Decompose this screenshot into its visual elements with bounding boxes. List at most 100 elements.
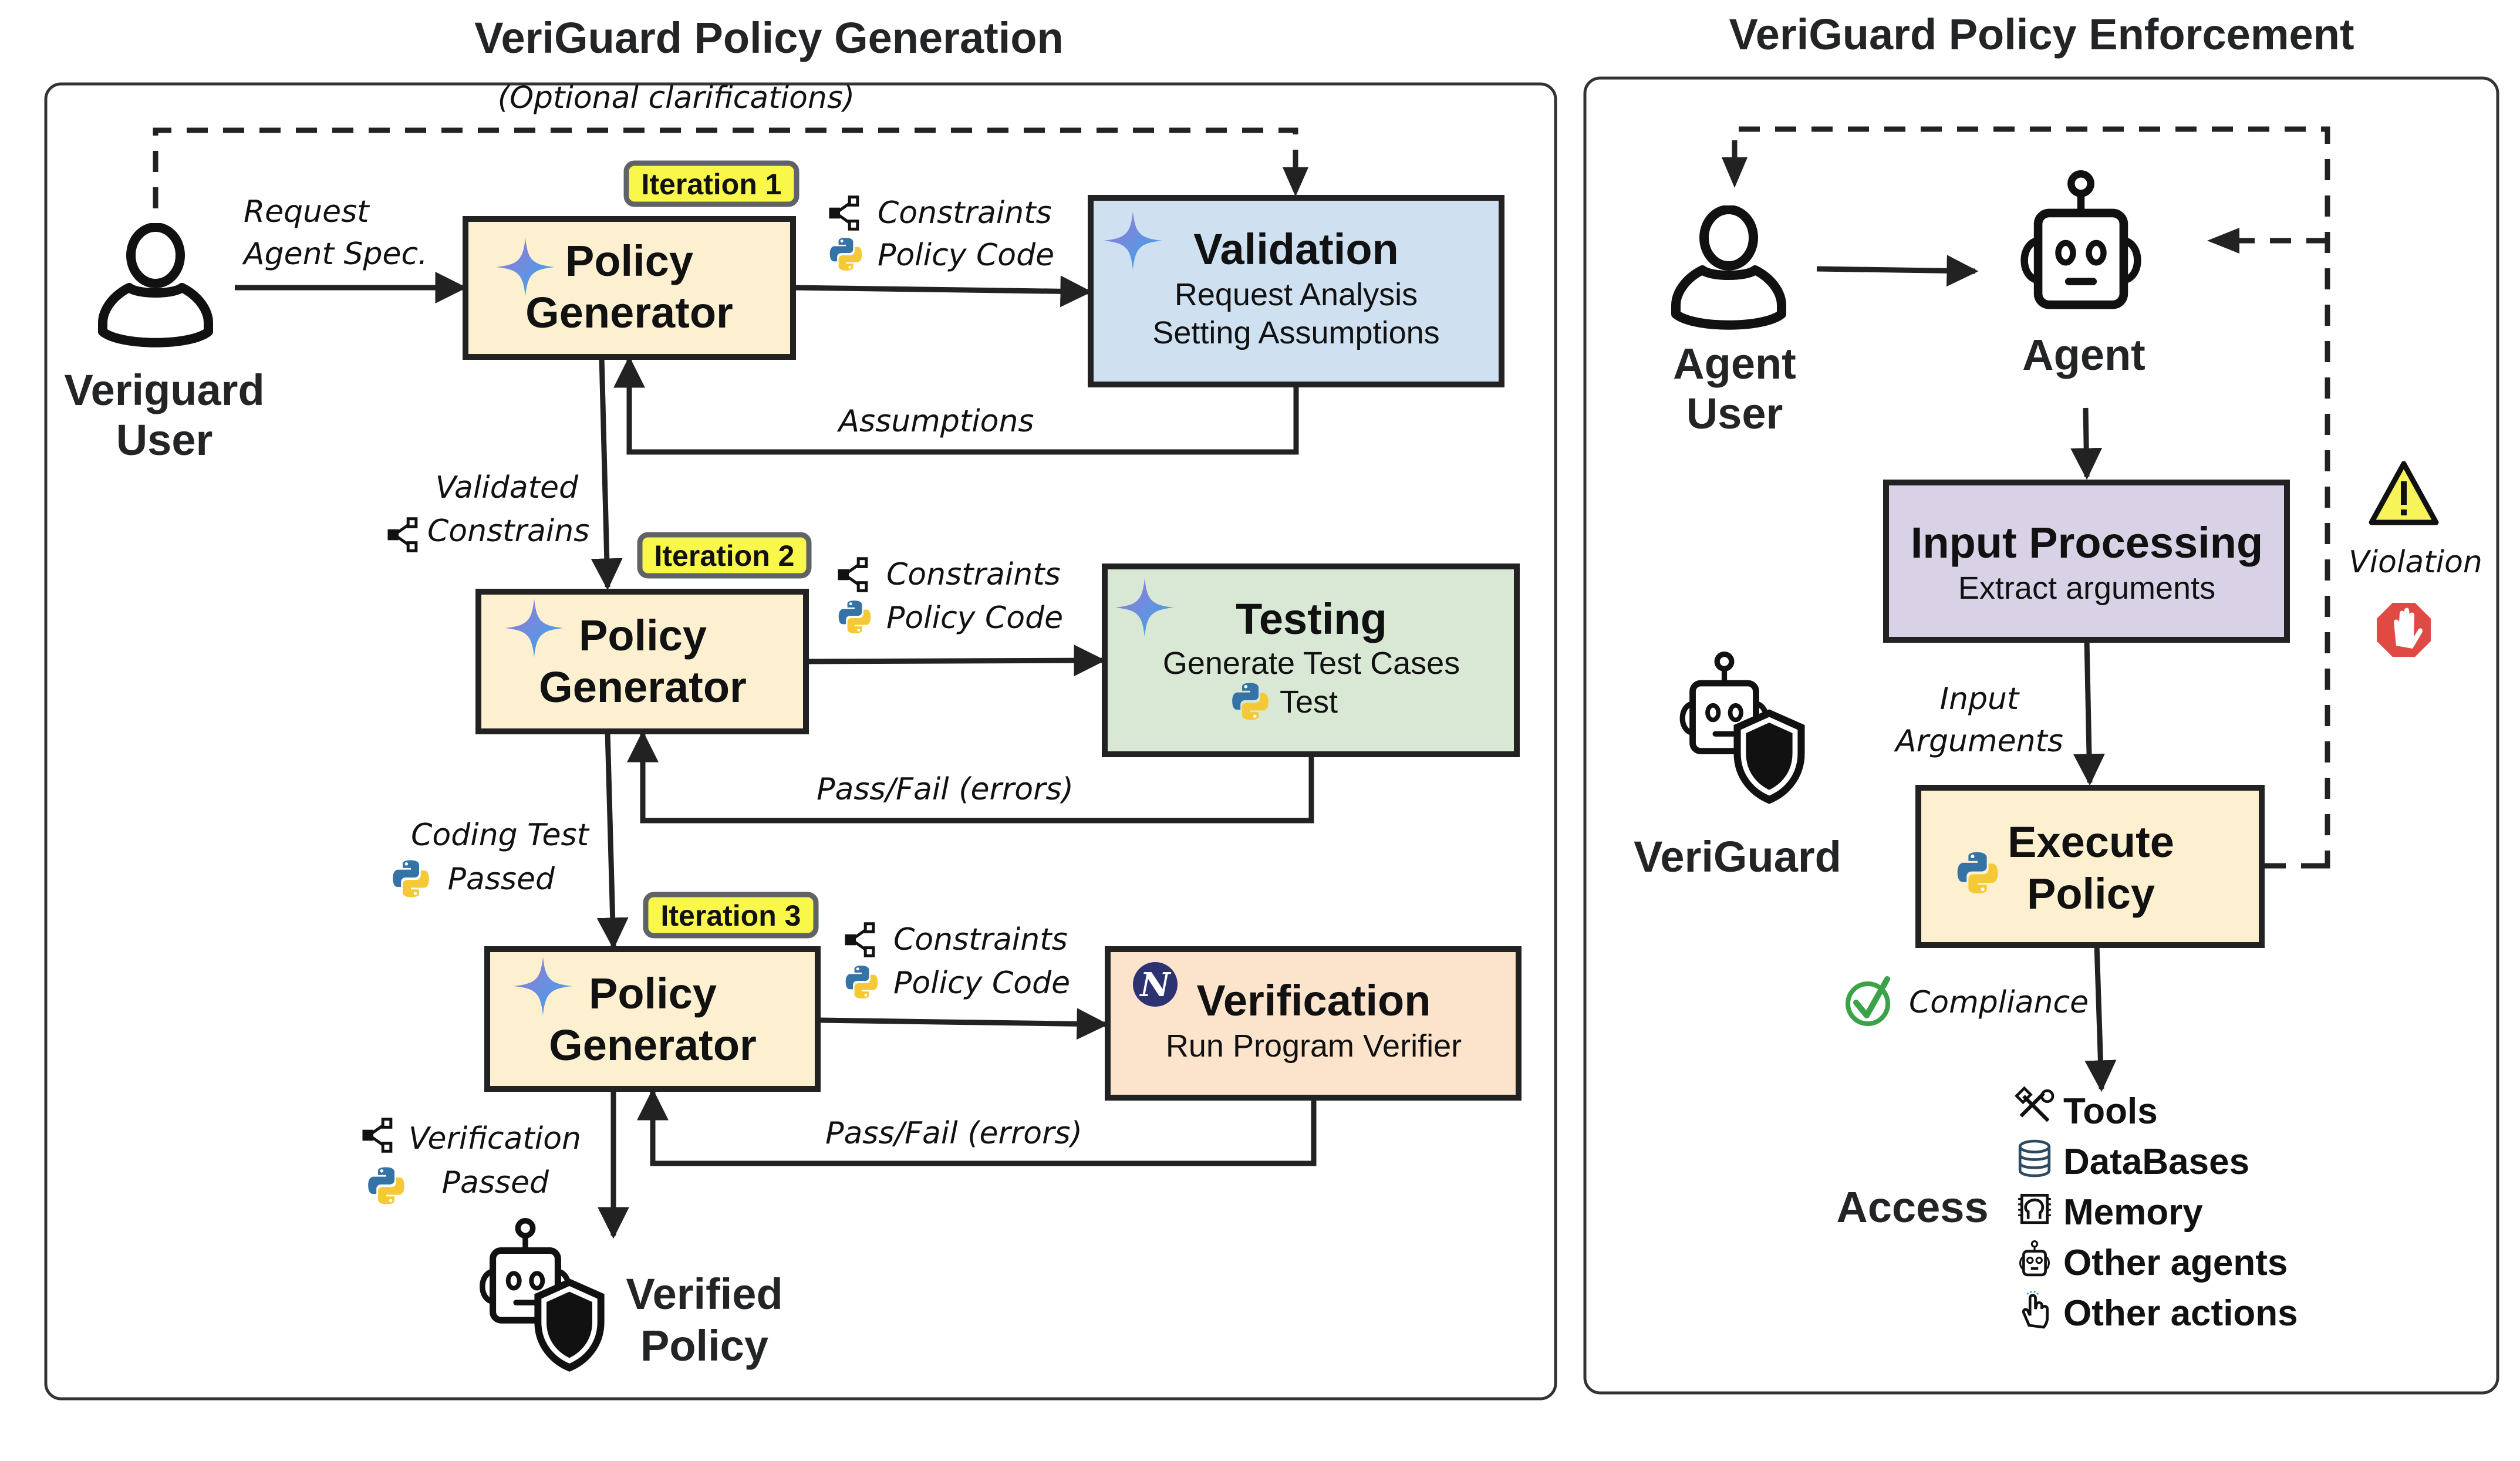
verification-sub1: Run Program Verifier bbox=[1166, 1028, 1462, 1064]
generator-to-testing-arrow bbox=[805, 645, 1106, 677]
request-label-line2: Agent Spec. bbox=[242, 237, 428, 272]
access-item-label: Other actions bbox=[2063, 1293, 2298, 1334]
agent-to-input-arrow bbox=[2070, 407, 2103, 480]
iteration-badge-text: Iteration 2 bbox=[655, 539, 795, 572]
testing-box bbox=[1102, 564, 1520, 757]
python-icon bbox=[368, 1167, 404, 1204]
validation-box bbox=[1088, 195, 1504, 387]
nagini-verifier-icon bbox=[1133, 962, 1178, 1007]
generation-title: VeriGuard Policy Generation bbox=[474, 14, 1063, 62]
constrains-label: Constrains bbox=[427, 514, 589, 549]
warning-dot bbox=[2401, 510, 2407, 515]
input-processing-sub: Extract arguments bbox=[1958, 571, 2215, 606]
generator-to-verification-arrow bbox=[817, 1008, 1109, 1040]
warning-exclamation bbox=[2401, 481, 2407, 505]
validation-title: Validation bbox=[1193, 225, 1399, 274]
pass-fail-label: Pass/Fail (errors) bbox=[817, 772, 1074, 807]
robot-icon bbox=[2019, 1240, 2050, 1277]
verified-policy-label-line2: Policy bbox=[640, 1321, 768, 1370]
iteration-1: Iteration 1 Policy Generator Constraints… bbox=[463, 160, 1504, 455]
python-icon bbox=[838, 600, 871, 633]
policy-generator-label-line2: Generator bbox=[525, 288, 733, 337]
constraints-label: Constraints bbox=[893, 922, 1068, 957]
execute-to-access-arrow bbox=[2084, 944, 2117, 1092]
agent-label: Agent bbox=[2022, 330, 2145, 379]
veriguard-shield-icon bbox=[1736, 711, 1803, 802]
policy-generator-label-line1: Policy bbox=[579, 611, 707, 660]
coding-test-label: Coding Test bbox=[411, 818, 589, 853]
verification-title: Verification bbox=[1197, 976, 1431, 1025]
policy-generator-label-line2: Generator bbox=[549, 1021, 757, 1069]
python-icon bbox=[845, 966, 878, 998]
input-processing-title: Input Processing bbox=[1911, 518, 2263, 567]
access-item-label: Tools bbox=[2063, 1091, 2158, 1132]
user-icon bbox=[103, 227, 208, 343]
policy-generator-label-line2: Generator bbox=[539, 663, 747, 711]
agent-user-label-line1: Agent bbox=[1673, 339, 1796, 388]
generation-panel bbox=[44, 82, 1557, 1401]
violation-loop-arrow bbox=[1732, 126, 2330, 869]
pass-fail-label: Pass/Fail (errors) bbox=[825, 1116, 1082, 1151]
execute-policy-label-line2: Policy bbox=[2027, 869, 2155, 918]
shield-icon bbox=[537, 1281, 603, 1370]
input-processing-box bbox=[1883, 480, 2290, 643]
policy-generator-label-line1: Policy bbox=[589, 969, 717, 1018]
nagini-letter: N bbox=[1139, 966, 1171, 1004]
access-item-label: DataBases bbox=[2063, 1142, 2249, 1182]
generator-to-validation-arrow bbox=[792, 275, 1092, 308]
constraints-share-icon bbox=[831, 197, 858, 230]
verification-passed-label-line1: Verification bbox=[409, 1121, 581, 1156]
policy-code-label: Policy Code bbox=[886, 600, 1063, 636]
veriguard-user-label-line1: Veriguard bbox=[64, 366, 264, 414]
testing-sub2: Test bbox=[1280, 684, 1338, 720]
constraints-share-icon bbox=[846, 924, 873, 956]
stop-hand-icon bbox=[2374, 600, 2433, 659]
access-item-label: Other agents bbox=[2063, 1243, 2288, 1283]
constraints-share-icon bbox=[839, 559, 866, 591]
agent-user-label-line2: User bbox=[1686, 389, 1783, 438]
user-to-agent-arrow bbox=[1816, 255, 1979, 287]
python-icon bbox=[829, 238, 862, 271]
iteration-badge bbox=[637, 532, 812, 579]
access-label: Access bbox=[1836, 1183, 1988, 1231]
assumptions-label: Assumptions bbox=[836, 404, 1034, 439]
iteration-badge bbox=[623, 160, 799, 207]
iteration-badge-text: Iteration 3 bbox=[661, 899, 801, 932]
constraints-label: Constraints bbox=[878, 195, 1052, 231]
access-item-label: Memory bbox=[2063, 1192, 2203, 1233]
policy-generator-label-line1: Policy bbox=[565, 237, 693, 285]
verification-passed-label-line2: Passed bbox=[442, 1165, 549, 1200]
constraints-label: Constraints bbox=[886, 557, 1061, 592]
testing-feedback-arrow bbox=[627, 730, 1314, 824]
input-args-label-line2: Arguments bbox=[1894, 724, 2063, 759]
verification-box bbox=[1105, 946, 1522, 1101]
enforcement-panel bbox=[1583, 76, 2499, 1395]
passed-label: Passed bbox=[448, 862, 555, 897]
iteration-3: Iteration 3 Policy Generator Constraints… bbox=[484, 892, 1522, 1166]
validation-sub2: Setting Assumptions bbox=[1152, 315, 1439, 350]
execute-policy-label-line1: Execute bbox=[2008, 818, 2174, 866]
violation-to-user-arrowhead bbox=[1722, 157, 1748, 188]
agent-user-icon bbox=[1676, 210, 1782, 325]
violation-to-agent-arrowhead bbox=[2207, 228, 2239, 254]
iteration-badge bbox=[643, 892, 819, 939]
testing-title: Testing bbox=[1236, 595, 1387, 643]
policy-code-label: Policy Code bbox=[878, 238, 1054, 273]
violation-label: Violation bbox=[2349, 545, 2482, 580]
agent-robot-icon bbox=[2025, 174, 2138, 305]
constraints-share-icon bbox=[389, 519, 416, 551]
database-icon bbox=[2018, 1139, 2051, 1177]
pointer-hand-icon bbox=[2022, 1291, 2049, 1329]
tools-icon bbox=[2015, 1086, 2055, 1122]
validation-sub1: Request Analysis bbox=[1175, 277, 1418, 312]
verified-policy-label-line1: Verified bbox=[626, 1270, 782, 1318]
gen2-to-gen3-arrow bbox=[596, 731, 629, 950]
veriguard-label: VeriGuard bbox=[1634, 832, 1841, 881]
validated-label: Validated bbox=[436, 470, 579, 505]
enforcement-title: VeriGuard Policy Enforcement bbox=[1729, 10, 2354, 59]
python-icon bbox=[393, 860, 429, 897]
veriguard-user-label-line2: User bbox=[116, 416, 213, 464]
